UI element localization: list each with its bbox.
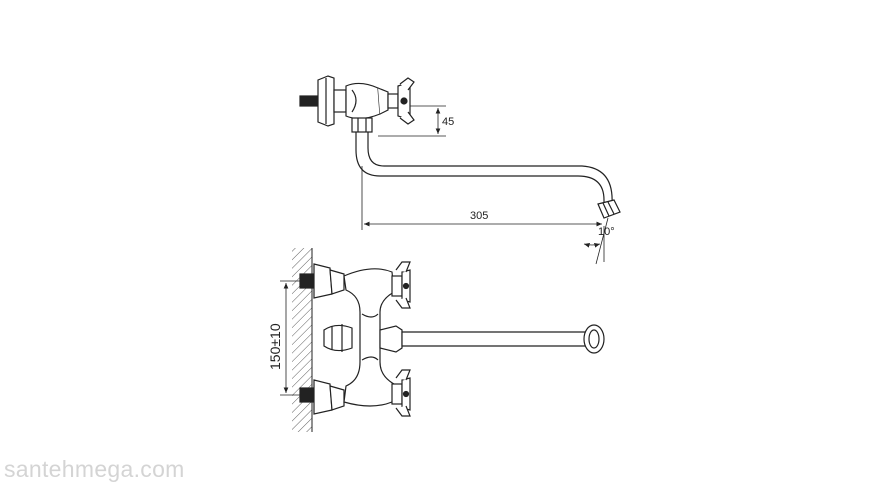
label-spout-drop: 45 (442, 116, 454, 128)
front-handle-lower (391, 369, 411, 417)
label-inlet-spacing: 150±10 (267, 323, 283, 370)
front-view (299, 261, 605, 417)
side-handle-stem (387, 93, 399, 109)
side-view (299, 75, 621, 219)
dimension-inlet-spacing (280, 280, 300, 396)
side-spout-nut (351, 117, 373, 133)
front-spout-tube (401, 331, 587, 347)
front-spout-hub (323, 324, 353, 352)
dimension-spout-drop (378, 105, 446, 137)
front-inlet-lower (299, 387, 315, 403)
side-eccentric (333, 89, 347, 113)
side-inlet-thread (299, 95, 319, 107)
label-spout-length: 305 (470, 210, 488, 222)
side-mixer-body (345, 82, 381, 120)
side-spout-tube (355, 132, 605, 204)
dimension-outlet-angle (583, 217, 609, 265)
front-handle-upper (391, 261, 411, 309)
front-inlet-upper (299, 273, 315, 289)
watermark: santehmega.com (4, 456, 185, 482)
label-outlet-angle: 10° (598, 226, 615, 238)
wall-section (292, 248, 312, 432)
